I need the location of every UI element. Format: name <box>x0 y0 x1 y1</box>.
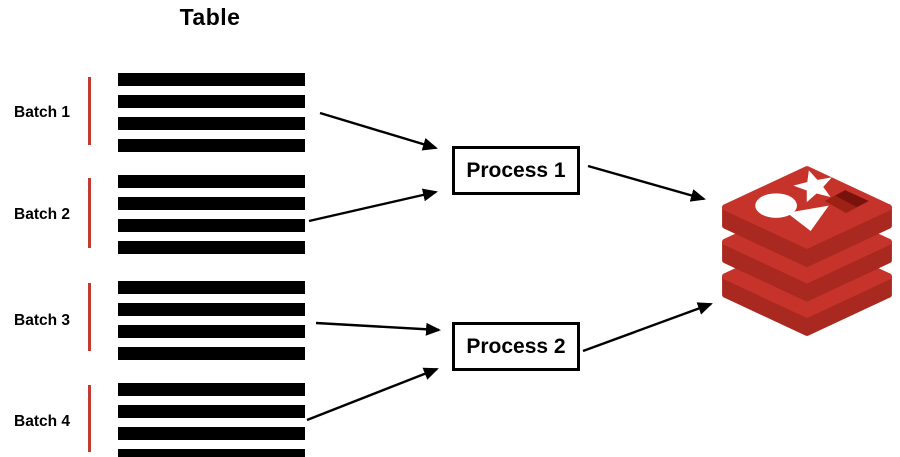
table-row-bar <box>118 95 305 108</box>
circle-shape <box>755 193 798 218</box>
redis-database-icon <box>722 166 892 336</box>
arrow-batch2-to-process1 <box>308 188 438 223</box>
process-1-label: Process 1 <box>466 158 566 182</box>
star-shape <box>793 170 832 203</box>
table-row-bar <box>118 241 305 254</box>
table-row-bar <box>118 117 305 130</box>
table-row-bar <box>118 449 305 457</box>
table-row-bar <box>118 73 305 86</box>
process-1-box: Process 1 <box>452 146 580 195</box>
table-row-bar <box>118 197 305 210</box>
batch-1-label: Batch 1 <box>14 104 70 121</box>
redis-layer-top <box>722 166 892 267</box>
table-row-bar <box>118 303 305 316</box>
table-row-bar <box>118 325 305 338</box>
batch-2-label: Batch 2 <box>14 206 70 223</box>
batch-3-label: Batch 3 <box>14 312 70 329</box>
batch-3-bracket-line <box>88 283 91 351</box>
batch-3-rows <box>118 281 305 369</box>
table-row-bar <box>118 347 305 360</box>
process-2-box: Process 2 <box>452 322 580 371</box>
arrow-process1-to-redis <box>587 164 706 202</box>
arrow-batch1-to-process1 <box>319 111 438 151</box>
arrow-batch3-to-process2 <box>315 321 441 336</box>
arrow-batch4-to-process2 <box>306 367 439 422</box>
table-row-bar <box>118 383 305 396</box>
batch-1-bracket-line <box>88 77 91 145</box>
table-row-bar <box>118 427 305 440</box>
table-row-bar <box>118 139 305 152</box>
square-hole-inner-wall <box>825 195 857 213</box>
batch-4-label: Batch 4 <box>14 413 70 430</box>
arrow-process2-to-redis <box>582 302 713 353</box>
batch-2-rows <box>118 175 305 263</box>
batch-2-bracket-line <box>88 178 91 248</box>
table-row-bar <box>118 405 305 418</box>
process-2-label: Process 2 <box>466 334 566 358</box>
table-title: Table <box>179 4 241 30</box>
batch-4-bracket-line <box>88 385 91 452</box>
table-row-bar <box>118 175 305 188</box>
table-row-bar <box>118 281 305 294</box>
table-row-bar <box>118 219 305 232</box>
batch-4-rows <box>118 383 305 457</box>
triangle-shape <box>787 205 829 232</box>
batch-1-rows <box>118 73 305 161</box>
